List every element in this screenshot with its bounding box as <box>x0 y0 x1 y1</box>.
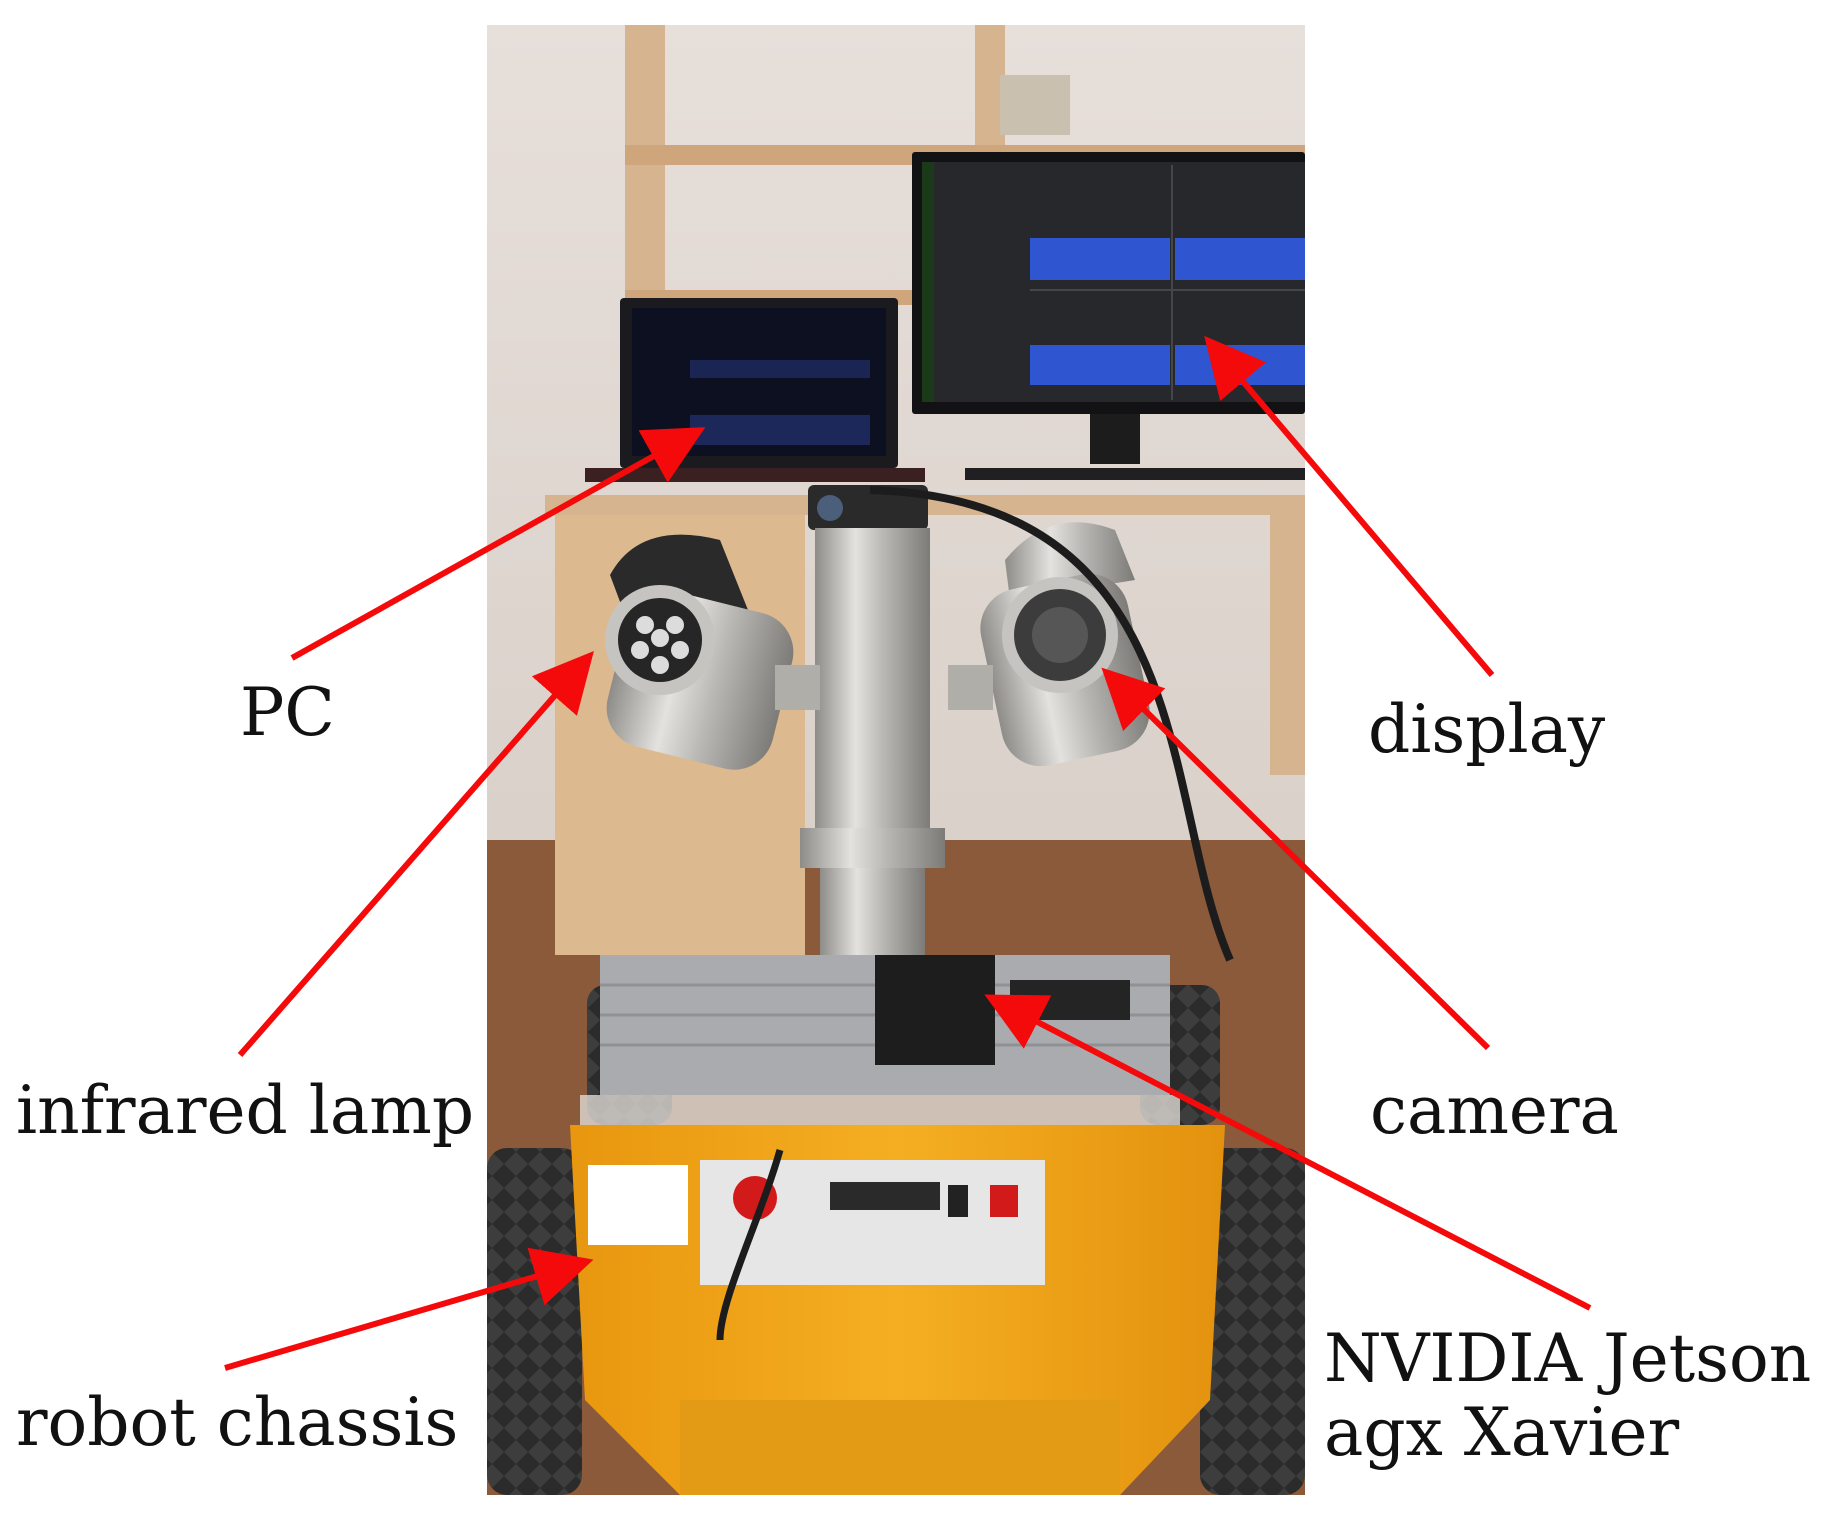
arrow-camera <box>1101 667 1491 1051</box>
arrow-pc <box>290 427 706 661</box>
jetson-module <box>875 955 995 1065</box>
wheel-front-right <box>1200 1148 1305 1495</box>
label-nvidia-line2: agx Xavier <box>1324 1393 1680 1471</box>
arrow-display <box>1204 335 1495 677</box>
infrared-lamp <box>605 534 820 770</box>
annotation-arrows <box>224 335 1592 1371</box>
arrow-robot-chassis <box>224 1247 594 1371</box>
label-display: display <box>1368 691 1606 768</box>
label-pc: PC <box>240 674 335 751</box>
arrow-infrared-lamp <box>237 650 594 1057</box>
camera-housing <box>948 522 1150 767</box>
robot-chassis <box>487 486 1305 1495</box>
label-infrared-lamp: infrared lamp <box>16 1072 475 1149</box>
wheel-front-left <box>487 1148 582 1495</box>
laptop-pc <box>585 298 925 482</box>
label-robot-chassis: robot chassis <box>16 1384 459 1461</box>
photo <box>487 25 1305 1495</box>
label-nvidia-line1: NVIDIA Jetson <box>1324 1320 1812 1397</box>
label-nvidia-jetson: NVIDIA Jetson agx Xavier <box>1324 1322 1811 1470</box>
label-camera: camera <box>1370 1072 1619 1149</box>
barcode-sticker <box>588 1165 688 1245</box>
display-monitor <box>912 152 1305 480</box>
arrow-nvidia-jetson <box>984 994 1592 1311</box>
